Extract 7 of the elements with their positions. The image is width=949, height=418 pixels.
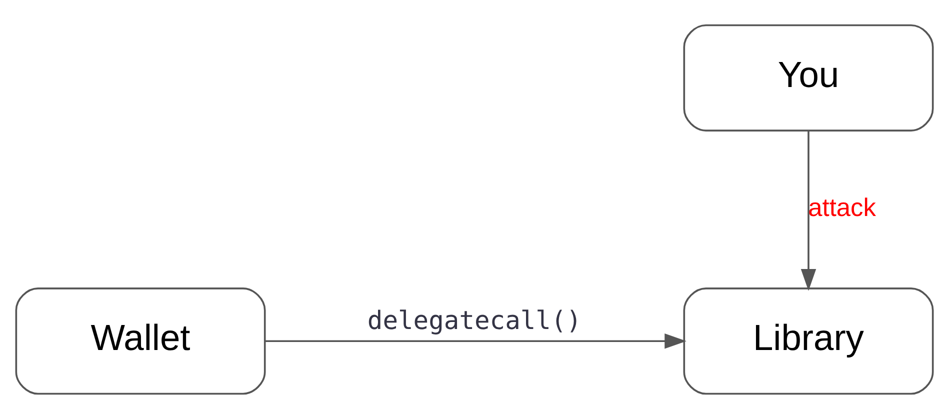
node-box: You	[683, 24, 934, 131]
node-box: Library	[683, 287, 934, 394]
edge-label: attack	[808, 194, 876, 222]
arrow	[800, 130, 816, 290]
edge-label: delegatecall()	[367, 304, 582, 334]
node-box: Wallet	[15, 287, 266, 394]
arrow	[265, 332, 686, 348]
